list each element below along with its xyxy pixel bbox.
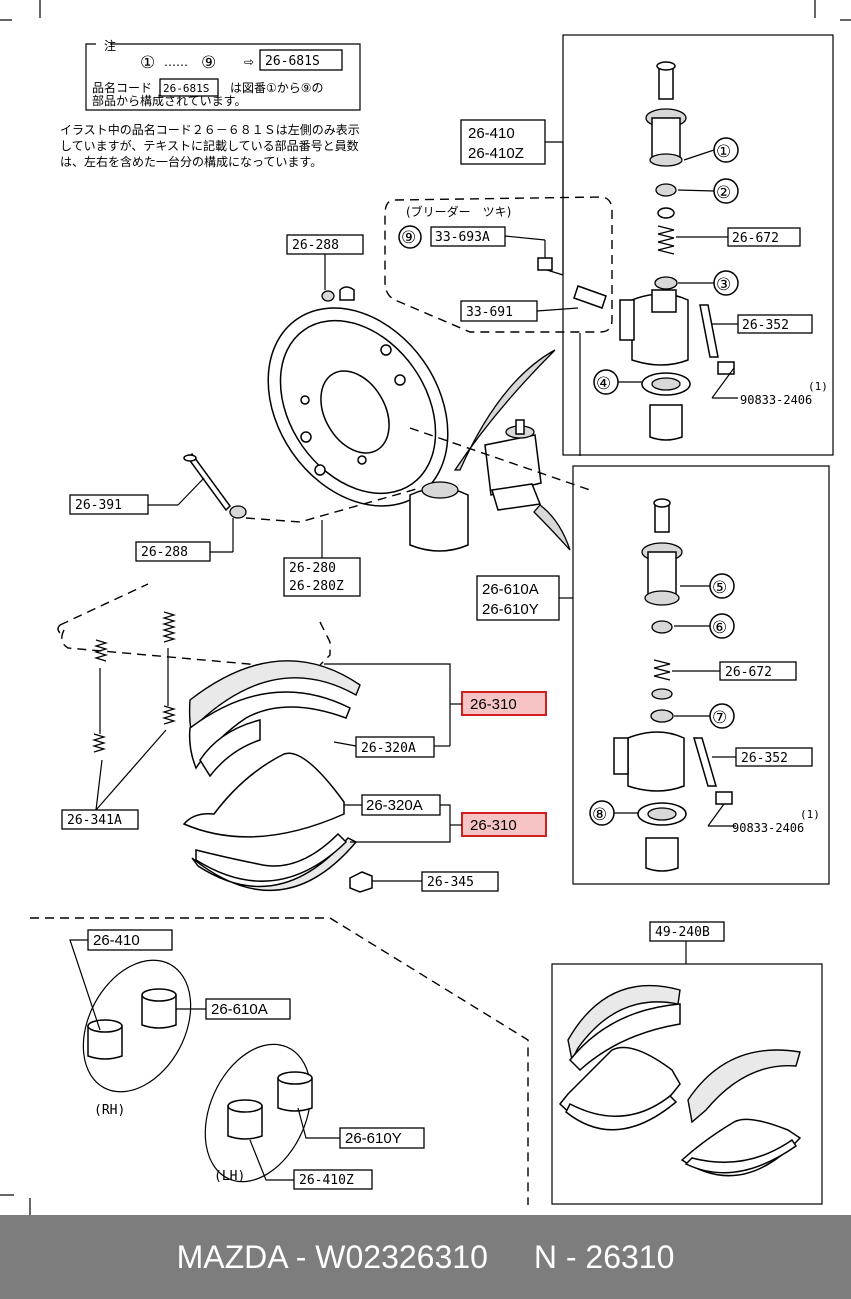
note-line1-a: 品名コード xyxy=(92,80,152,95)
brake-shoes xyxy=(182,660,361,892)
label-26-280z: 26-280Z xyxy=(289,579,344,594)
label-26-391: 26-391 xyxy=(75,498,122,513)
label-26-610y: 26-610Y xyxy=(482,601,539,618)
note-range-from: ① xyxy=(140,53,155,73)
note-range-dots: …… xyxy=(164,55,188,69)
label-26-410z: 26-410Z xyxy=(468,145,524,162)
label-26-672-a: 26-672 xyxy=(732,231,779,246)
kit-rh: (RH) xyxy=(94,1103,125,1118)
label-90833-a: 90833-2406 xyxy=(740,393,812,407)
qty-b: (1) xyxy=(800,808,820,821)
note-line2: 部品から構成されています。 xyxy=(92,93,246,108)
label-26-341a: 26-341A xyxy=(67,813,122,828)
kit-label-26-410: 26-410 xyxy=(93,932,140,949)
callout-2: ② xyxy=(716,183,731,203)
label-49-240b: 49-240B xyxy=(655,925,710,940)
note-range-to: ⑨ xyxy=(201,53,216,73)
footer-part-number: MAZDA - W02326310 xyxy=(176,1238,488,1275)
footer-ref-code: N - 26310 xyxy=(533,1238,675,1275)
note-para3: は、左右を含めた一台分の構成になっています。 xyxy=(60,154,322,169)
label-26-288-bot: 26-288 xyxy=(141,545,188,560)
label-26-410: 26-410 xyxy=(468,125,515,142)
frame-marks xyxy=(0,0,851,1215)
label-90833-b: 90833-2406 xyxy=(732,821,804,835)
label-26-610a: 26-610A xyxy=(482,581,539,598)
wheel-cylinders-center xyxy=(409,349,591,552)
note-block: 注 ① …… ⑨ ⇨ 26-681S 品名コード 26-681S は図番①から⑨… xyxy=(60,38,361,169)
kit-lh: (LH) xyxy=(214,1169,245,1184)
callout-3: ③ xyxy=(716,275,731,295)
callout-6: ⑥ xyxy=(712,618,727,638)
callout-1: ① xyxy=(716,142,731,162)
label-26-320a-top: 26-320A xyxy=(361,741,416,756)
pin-26-391 xyxy=(183,452,231,512)
callout-5: ⑤ xyxy=(712,578,727,598)
kit-label-26-410z: 26-410Z xyxy=(299,1173,354,1188)
note-line1-code: 26-681S xyxy=(163,82,209,95)
note-head: 注 xyxy=(104,38,116,53)
label-26-320a-bot: 26-320A xyxy=(366,797,423,814)
label-26-288-top: 26-288 xyxy=(292,238,339,253)
callout-8: ⑧ xyxy=(592,805,607,825)
cylinder-assembly-upper: 26-410 26-410Z ① ② 26-672 ③ 26-352 ④ (1)… xyxy=(460,34,834,456)
parts-diagram: 注 ① …… ⑨ ⇨ 26-681S 品名コード 26-681S は図番①から⑨… xyxy=(0,0,851,1215)
footer-bar: MAZDA - W02326310 N - 26310 xyxy=(0,1215,851,1299)
note-range-code: 26-681S xyxy=(265,54,320,69)
label-26-352-b: 26-352 xyxy=(741,751,788,766)
note-line1-b: は図番①から⑨の xyxy=(230,81,324,95)
label-33-691: 33-691 xyxy=(466,305,513,320)
kit-label-26-610a: 26-610A xyxy=(211,1001,268,1018)
label-26-310-top: 26-310 xyxy=(470,696,517,713)
shoe-set-49-240b xyxy=(551,963,823,1205)
callout-7: ⑦ xyxy=(712,708,727,728)
label-26-310-bot: 26-310 xyxy=(470,817,517,834)
label-26-280: 26-280 xyxy=(289,561,336,576)
kit-lh xyxy=(204,1043,313,1183)
label-26-345: 26-345 xyxy=(427,875,474,890)
bleeder-group: (ブリーダー ツキ) ⑨ 33-693A 33-691 xyxy=(384,196,613,456)
backing-plate xyxy=(267,286,449,507)
label-26-672-b: 26-672 xyxy=(725,665,772,680)
callout-4: ④ xyxy=(596,374,611,394)
note-arrow: ⇨ xyxy=(244,55,254,69)
qty-a: (1) xyxy=(808,380,828,393)
note-para1: イラスト中の品名コード２６－６８１Ｓは左側のみ表示 xyxy=(60,122,360,137)
label-26-352-a: 26-352 xyxy=(742,318,789,333)
kit-rh xyxy=(82,959,192,1093)
label-33-693a: 33-693A xyxy=(435,230,490,245)
note-para2: していますが、テキストに記載している部品番号と員数 xyxy=(60,138,359,153)
callout-9: ⑨ xyxy=(401,228,416,248)
bleeder-note: (ブリーダー ツキ) xyxy=(406,204,511,219)
springs xyxy=(91,611,177,811)
cylinder-assembly-lower: 26-610A 26-610Y ⑤ ⑥ 26-672 ⑦ 26-352 ⑧ (1… xyxy=(476,465,830,885)
kit-label-26-610y: 26-610Y xyxy=(345,1130,402,1147)
